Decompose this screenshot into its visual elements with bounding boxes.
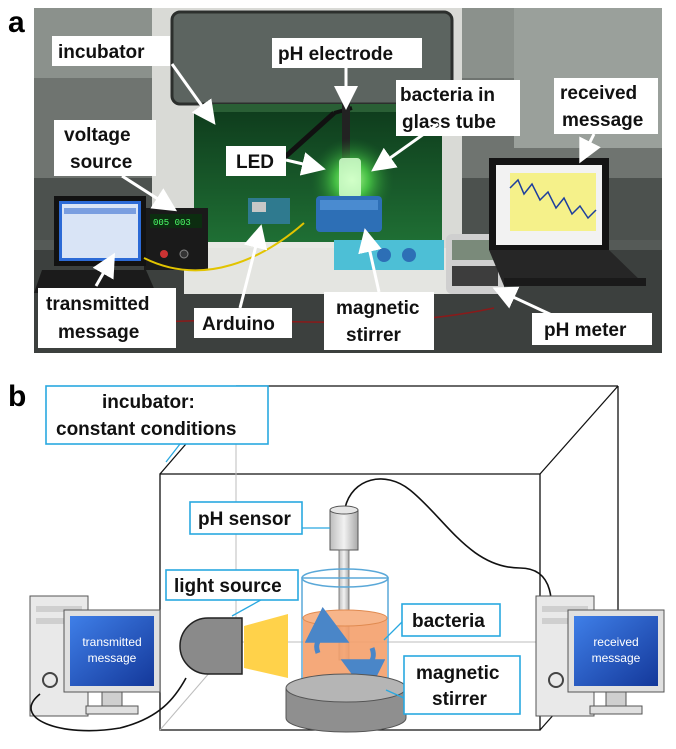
label-stirrer-line1: magnetic: [336, 298, 420, 319]
label-stirrer-line2: stirrer: [346, 325, 402, 346]
label-light-source: light source: [174, 576, 282, 597]
label-incubator-line2: constant conditions: [56, 419, 237, 440]
light-beam: [244, 614, 288, 678]
label-incubator: incubator: [58, 42, 145, 63]
label-box-incubator: [52, 36, 170, 66]
label-box-transmitted: [38, 288, 176, 348]
label-box-ph-sensor: [189, 501, 303, 535]
right-screen-line2: message: [592, 651, 641, 665]
right-monitor-screen: [574, 616, 658, 686]
label-received-line1: received: [560, 83, 637, 104]
label-led: LED: [236, 152, 274, 173]
label-box-bacteria: [401, 603, 501, 637]
left-laptop-base: [34, 270, 156, 293]
stir-arrows: [304, 606, 386, 696]
label-stirrer-line2: stirrer: [432, 689, 488, 710]
label-voltage-line1: voltage: [64, 125, 131, 146]
label-arduino: Arduino: [202, 314, 275, 335]
label-transmitted-line2: message: [58, 322, 139, 343]
right-screen-line1: received: [593, 635, 638, 649]
label-box-voltage: [54, 120, 156, 176]
label-bacteria: bacteria: [412, 611, 485, 632]
label-box-received: [554, 78, 658, 134]
glass-tube: [339, 158, 361, 198]
left-screen-line2: message: [88, 651, 137, 665]
label-bacteria-tube-line1: bacteria in: [400, 85, 495, 106]
label-incubator-line1: incubator:: [102, 392, 195, 413]
lab-setup-photo: 005 003 incubator pH electrode bacteria …: [34, 8, 662, 353]
label-box-led: [226, 146, 286, 176]
magnetic-stirrer: [285, 673, 407, 733]
label-voltage-line2: source: [70, 152, 132, 173]
label-bacteria-tube-line2: glass tube: [402, 112, 496, 133]
left-monitor-screen: [70, 616, 154, 686]
label-received-line2: message: [562, 110, 643, 131]
label-box-stirrer: [324, 292, 434, 350]
label-ph-sensor: pH sensor: [198, 509, 292, 530]
photo-arrows: [92, 63, 601, 318]
ph-trace: [509, 178, 597, 220]
label-box-light-source: [165, 569, 299, 601]
label-box-bacteria-tube: [396, 80, 520, 136]
label-box-incubator-b: [45, 385, 269, 445]
right-laptop-base: [489, 250, 646, 286]
label-box-ph-meter: [532, 313, 652, 345]
computer-left: transmitted message: [29, 595, 161, 717]
label-stirrer-line1: magnetic: [416, 663, 500, 684]
left-screen-line1: transmitted: [82, 635, 141, 649]
label-box-arduino: [194, 308, 292, 338]
left-cable: [30, 677, 187, 732]
label-transmitted-line1: transmitted: [46, 294, 149, 315]
light-source: [179, 614, 288, 678]
panel-a-letter: a: [8, 6, 25, 39]
ph-sensor: [329, 505, 359, 661]
setup-schematic: transmitted message received message inc…: [29, 385, 665, 733]
label-ph-meter: pH meter: [544, 320, 627, 341]
panel-b-letter: b: [8, 380, 27, 413]
svg-text:005 003: 005 003: [153, 218, 191, 228]
label-ph-electrode: pH electrode: [278, 44, 393, 65]
computer-right: received message: [535, 595, 665, 717]
label-box-ph-electrode: [272, 38, 422, 68]
label-box-stirrer-b: [403, 655, 521, 715]
